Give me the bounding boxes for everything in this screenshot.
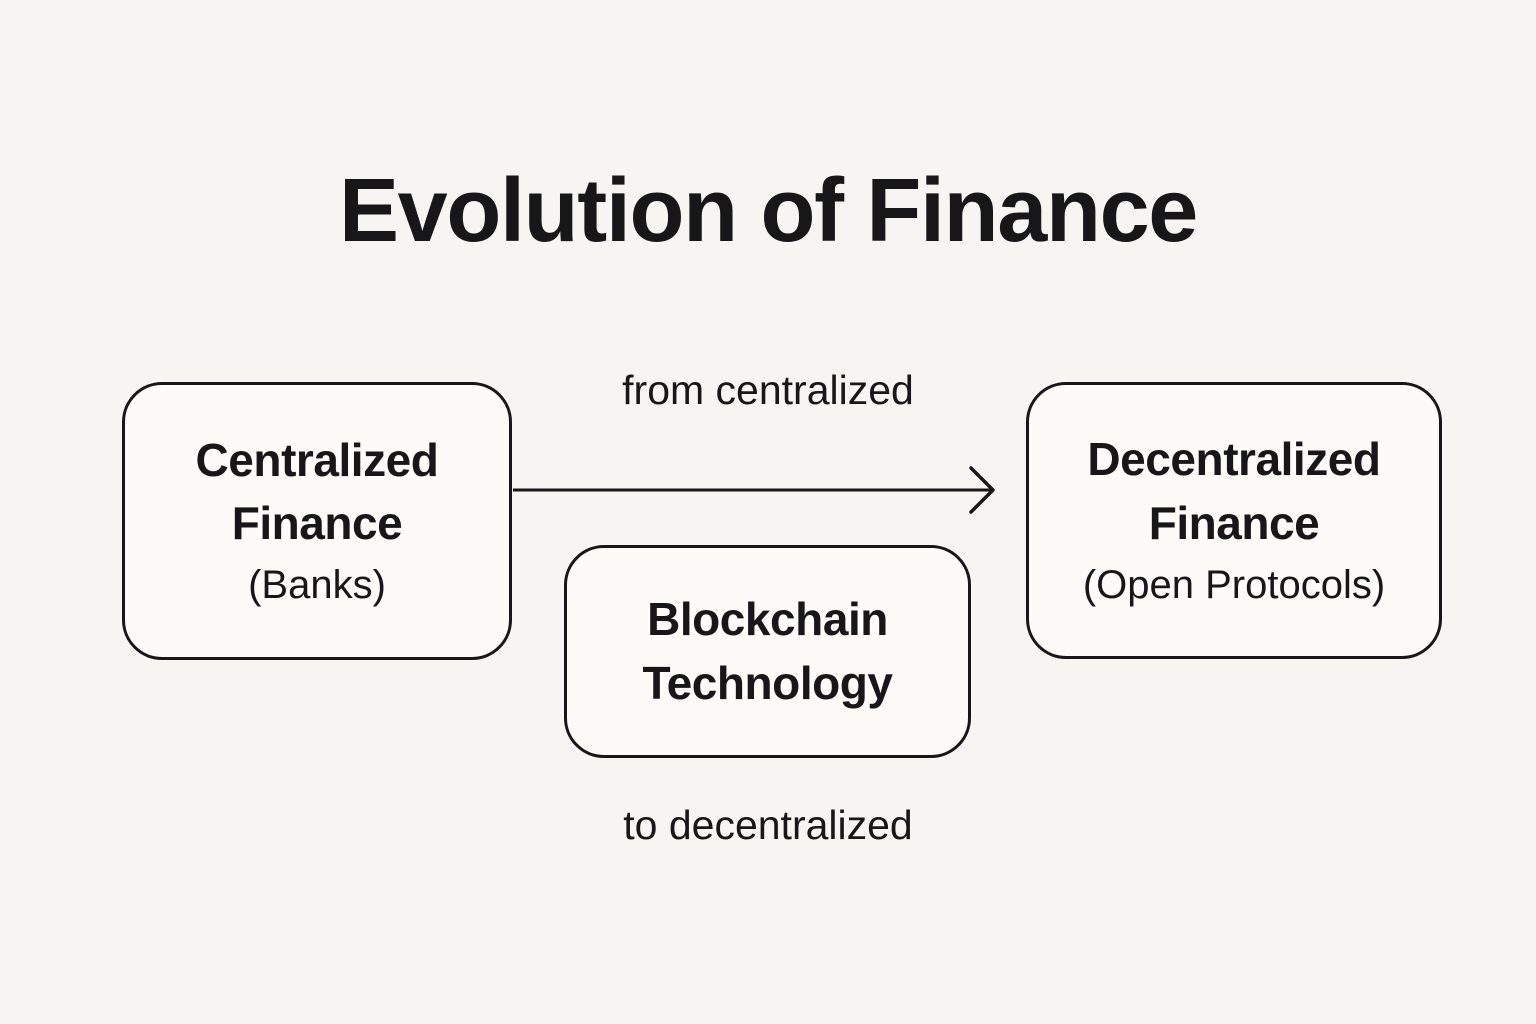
node-decentralized-finance: Decentralized Finance (Open Protocols) <box>1026 382 1442 659</box>
node-blockchain-technology: Blockchain Technology <box>564 545 971 758</box>
arrow-head-icon <box>969 466 995 514</box>
node-blockchain-technology-title: Blockchain Technology <box>642 593 893 709</box>
node-centralized-finance-subtitle: (Banks) <box>248 563 386 608</box>
arrow-label-to-decentralized: to decentralized <box>623 802 913 848</box>
page-title: Evolution of Finance <box>338 161 1198 262</box>
node-decentralized-finance-title: Decentralized Finance <box>1087 433 1381 549</box>
node-decentralized-finance-subtitle: (Open Protocols) <box>1082 562 1386 607</box>
arrow-label-from-centralized: from centralized <box>622 367 914 413</box>
node-centralized-finance-title: Centralized Finance <box>195 433 439 549</box>
node-centralized-finance: Centralized Finance (Banks) <box>122 382 512 660</box>
